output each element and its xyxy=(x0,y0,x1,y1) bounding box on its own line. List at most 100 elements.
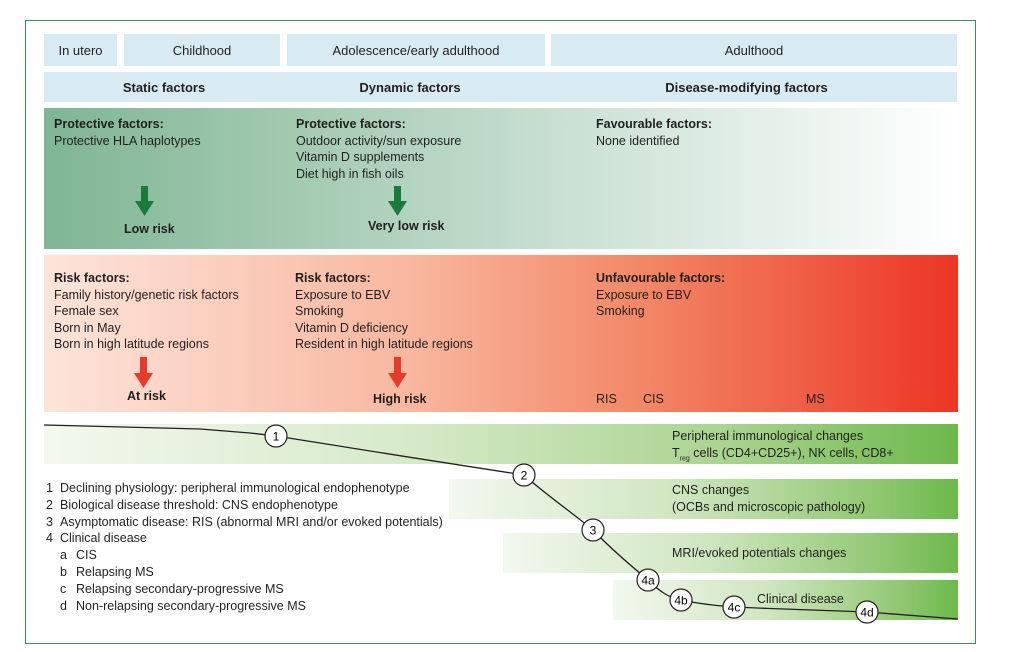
legend-text: Declining physiology: peripheral immunol… xyxy=(60,481,410,495)
risk-item: Born in May xyxy=(54,320,121,335)
legend-item: 3 Asymptomatic disease: RIS (abnormal MRI… xyxy=(46,514,443,531)
marker-4c: 4c xyxy=(722,595,746,619)
protective-title-static: Protective factors: xyxy=(54,117,164,131)
down-arrow-red-icon xyxy=(134,357,153,388)
legend: 1 Declining physiology: peripheral immuno… xyxy=(46,480,443,614)
marker-4c-label: 4c xyxy=(728,601,741,615)
marker-4d: 4d xyxy=(855,600,879,624)
unfavourable-item: Exposure to EBV xyxy=(596,287,692,302)
legend-subitem: a CIS xyxy=(46,547,443,564)
treg-line: Treg cells (CD4+CD25+), NK cells, CD8+ xyxy=(672,445,894,468)
risk-item: Exposure to EBV xyxy=(295,287,391,302)
legend-item: 1 Declining physiology: peripheral immuno… xyxy=(46,480,443,497)
favourable-item: None identified xyxy=(596,133,680,148)
risk-title-dynamic: Risk factors: xyxy=(295,271,371,285)
header-childhood: Childhood xyxy=(124,34,280,66)
legend-subitem: d Non-relapsing secondary-progressive MS xyxy=(46,598,443,615)
protective-col-dynamic: Protective factors: Outdoor activity/sun… xyxy=(296,116,461,182)
legend-num: 4 xyxy=(46,531,53,546)
peripheral-label: Peripheral immunological changes Treg ce… xyxy=(672,428,894,468)
marker-4a: 4a xyxy=(636,568,660,592)
protective-item: Outdoor activity/sun exposure xyxy=(296,133,462,148)
marker-2-label: 2 xyxy=(521,469,528,483)
legend-num: 3 xyxy=(46,514,53,529)
header-adulthood: Adulthood xyxy=(551,34,957,66)
treg-rest: cells (CD4+CD25+), NK cells, CD8+ xyxy=(689,445,894,460)
legend-letter: c xyxy=(60,581,67,596)
marker-3: 3 xyxy=(581,518,605,542)
legend-item: 4 Clinical disease xyxy=(46,530,443,547)
stage-ris: RIS xyxy=(596,392,617,406)
risk-item: Female sex xyxy=(54,304,119,318)
protective-item: Diet high in fish oils xyxy=(296,166,404,181)
legend-text: Asymptomatic disease: RIS (abnormal MRI … xyxy=(60,514,443,529)
down-arrow-red-icon xyxy=(388,357,407,388)
header-adolescence: Adolescence/early adulthood xyxy=(287,34,545,66)
low-risk-label: Low risk xyxy=(124,222,175,236)
risk-band xyxy=(44,255,958,412)
marker-4a-label: 4a xyxy=(641,574,655,588)
legend-num: 1 xyxy=(46,481,53,495)
header-in-utero: In utero xyxy=(44,34,117,66)
legend-num: 2 xyxy=(46,497,53,512)
very-low-risk-label: Very low risk xyxy=(368,219,445,233)
marker-2: 2 xyxy=(512,463,536,487)
legend-text: Biological disease threshold: CNS endoph… xyxy=(60,497,338,512)
peripheral-title: Peripheral immunological changes xyxy=(672,429,864,443)
marker-1-label: 1 xyxy=(273,430,280,444)
favourable-title: Favourable factors: xyxy=(596,117,713,131)
risk-item: Resident in high latitude regions xyxy=(295,337,473,351)
legend-letter: a xyxy=(60,548,67,563)
unfavourable-title: Unfavourable factors: xyxy=(596,271,726,285)
marker-4d-label: 4d xyxy=(860,606,873,620)
unfavourable-item: Smoking xyxy=(596,304,645,318)
legend-subtext: Non-relapsing secondary-progressive MS xyxy=(76,598,306,613)
risk-item: Vitamin D deficiency xyxy=(295,320,409,335)
protective-item: Protective HLA haplotypes xyxy=(54,133,201,148)
treg-sub: reg xyxy=(679,455,690,462)
marker-4b: 4b xyxy=(669,588,693,612)
figure-frame xyxy=(25,20,976,644)
risk-item: Smoking xyxy=(295,304,344,318)
high-risk-label: High risk xyxy=(373,392,427,406)
legend-text: Clinical disease xyxy=(60,531,147,546)
strip-cns xyxy=(449,479,958,519)
marker-3-label: 3 xyxy=(590,524,597,538)
stage-ms: MS xyxy=(806,392,825,406)
header-static-factors: Static factors xyxy=(44,72,284,102)
risk-col-static: Risk factors: Family history/genetic ris… xyxy=(54,270,239,353)
cns-title: CNS changes xyxy=(672,483,750,497)
protective-title-dynamic: Protective factors: xyxy=(296,117,406,131)
protective-band xyxy=(44,108,958,249)
risk-title-static: Risk factors: xyxy=(54,271,130,285)
header-dynamic-factors: Dynamic factors xyxy=(284,72,536,102)
down-arrow-green-icon xyxy=(388,186,407,216)
favourable-col: Favourable factors: None identified xyxy=(596,116,712,149)
legend-letter: d xyxy=(60,598,67,613)
legend-item: 2 Biological disease threshold: CNS endop… xyxy=(46,497,443,514)
legend-subtext: CIS xyxy=(76,548,97,563)
protective-col-static: Protective factors: Protective HLA haplo… xyxy=(54,116,201,149)
marker-4b-label: 4b xyxy=(674,594,688,608)
cns-label: CNS changes (OCBs and microscopic pathol… xyxy=(672,482,865,515)
marker-1: 1 xyxy=(264,424,288,448)
down-arrow-green-icon xyxy=(135,186,154,216)
strip-peripheral xyxy=(44,424,958,464)
risk-col-dynamic: Risk factors: Exposure to EBV Smoking Vi… xyxy=(295,270,473,353)
header-disease-modifying-factors: Disease-modifying factors xyxy=(536,72,957,102)
legend-subtext: Relapsing MS xyxy=(76,564,154,579)
risk-item: Family history/genetic risk factors xyxy=(54,287,239,302)
at-risk-label: At risk xyxy=(127,389,166,403)
risk-item: Born in high latitude regions xyxy=(54,337,209,351)
treg-t: T xyxy=(672,445,680,460)
stage-cis: CIS xyxy=(643,392,664,406)
cns-subtitle: (OCBs and microscopic pathology) xyxy=(672,499,866,514)
legend-subitem: c Relapsing secondary-progressive MS xyxy=(46,581,443,598)
strip-mri xyxy=(503,533,958,573)
legend-subtext: Relapsing secondary-progressive MS xyxy=(76,581,284,596)
protective-item: Vitamin D supplements xyxy=(296,150,425,164)
unfavourable-col: Unfavourable factors: Exposure to EBV Sm… xyxy=(596,270,725,320)
clinical-label: Clinical disease xyxy=(757,592,844,606)
